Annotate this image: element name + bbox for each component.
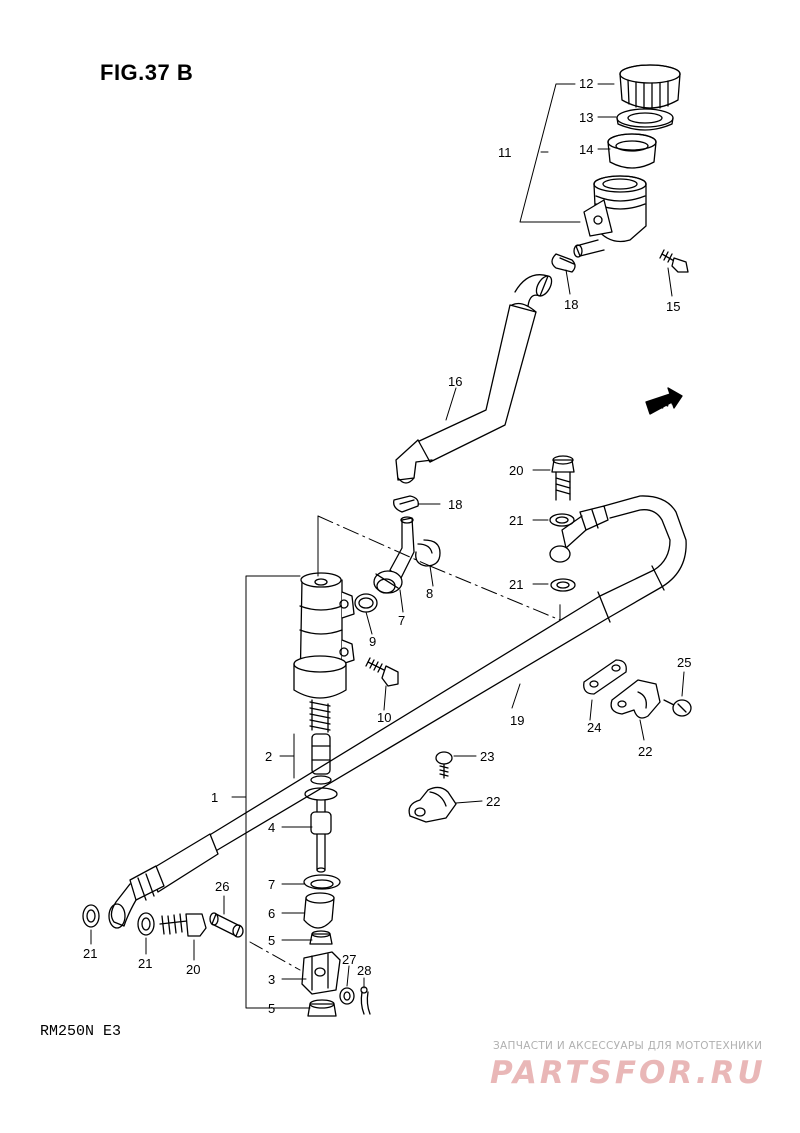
gasket-1 [549, 513, 575, 527]
circlip [415, 539, 441, 567]
hose-clamp-lower [393, 495, 419, 513]
callout-27: 27 [342, 952, 356, 967]
callout-2: 2 [265, 749, 272, 764]
lock-nut-lower [307, 999, 337, 1017]
fwd-arrow-icon [645, 387, 683, 415]
callout-10: 8 [426, 586, 433, 601]
callout-18-upper: 18 [564, 297, 578, 312]
reservoir-plate [616, 108, 674, 131]
fwd-label: FWD [648, 390, 681, 415]
hose-clamp-plate [583, 659, 627, 695]
callout-21-a: 21 [509, 513, 523, 528]
callout-15: 14 [579, 142, 593, 157]
reservoir-cap [619, 64, 681, 110]
callout-7-label: 7 [268, 877, 275, 892]
reservoir-body [573, 175, 647, 258]
callout-21-d: 21 [138, 956, 152, 971]
callout-5-lower: 5 [268, 1001, 275, 1016]
hose-clamp-left [408, 786, 457, 823]
reservoir-diaphragm [607, 133, 657, 169]
callout-21-c: 21 [83, 946, 97, 961]
boot [303, 892, 335, 929]
callout-6: 6 [268, 906, 275, 921]
callout-14: 13 [579, 110, 593, 125]
piston [311, 733, 331, 775]
callout-3: 3 [268, 972, 275, 987]
gasket-4 [137, 912, 155, 936]
snap-ring [303, 874, 341, 890]
gasket-3 [82, 904, 100, 928]
mounting-bolt [365, 657, 399, 687]
callout-9: 9 [369, 634, 376, 649]
clamp-screw-25 [663, 699, 692, 717]
callout-labels: 12 13 11 14 18 15 16 20 18 21 21 8 7 9 2… [83, 76, 691, 1016]
clevis-washer [339, 987, 355, 1005]
callout-19: 19 [510, 713, 524, 728]
hose-joint [373, 516, 415, 594]
callout-8: 7 [398, 613, 405, 628]
callout-13: 12 [579, 76, 593, 91]
callout-11: 10 [377, 710, 391, 725]
o-ring [354, 593, 378, 613]
hose-clamp-right [610, 679, 661, 719]
reservoir-hose [395, 274, 553, 484]
callout-21-b: 21 [509, 577, 523, 592]
watermark-logo: PARTSFOR.RU [490, 1055, 766, 1091]
lock-nut-upper [309, 930, 333, 945]
callout-16: 15 [666, 299, 680, 314]
callout-17: 16 [448, 374, 462, 389]
model-code: RM250N E3 [40, 1023, 122, 1040]
leader-lines [90, 83, 685, 1009]
master-cylinder [293, 572, 355, 699]
callout-18-lower: 18 [448, 497, 462, 512]
callout-4: 4 [268, 820, 275, 835]
hose-clamp-upper [551, 253, 576, 273]
callout-23: 23 [480, 749, 494, 764]
union-bolt-lower [159, 913, 207, 937]
callout-22-right: 22 [638, 744, 652, 759]
cotter-pin [360, 986, 371, 1015]
callout-26: 26 [215, 879, 229, 894]
push-rod [304, 775, 338, 873]
clevis [301, 951, 341, 995]
gasket-2 [550, 578, 576, 592]
callout-20-upper: 20 [509, 463, 523, 478]
callout-22-left: 22 [486, 794, 500, 809]
clamp-screw-23 [435, 751, 453, 779]
union-bolt-upper [551, 455, 575, 501]
figure-title: FIG.37 B [100, 60, 194, 85]
callout-1: 1 [211, 790, 218, 805]
reservoir-bolt [659, 249, 689, 273]
callout-5-upper: 5 [268, 933, 275, 948]
callout-24: 24 [587, 720, 601, 735]
callout-20-lower: 20 [186, 962, 200, 977]
piston-spring [309, 699, 331, 733]
clevis-pin [209, 912, 244, 938]
callout-25: 25 [677, 655, 691, 670]
watermark-tagline: ЗАПЧАСТИ И АКСЕССУАРЫ ДЛЯ МОТОТЕХНИКИ [493, 1040, 763, 1052]
callout-12: 11 [498, 145, 512, 160]
callout-28: 28 [357, 963, 371, 978]
